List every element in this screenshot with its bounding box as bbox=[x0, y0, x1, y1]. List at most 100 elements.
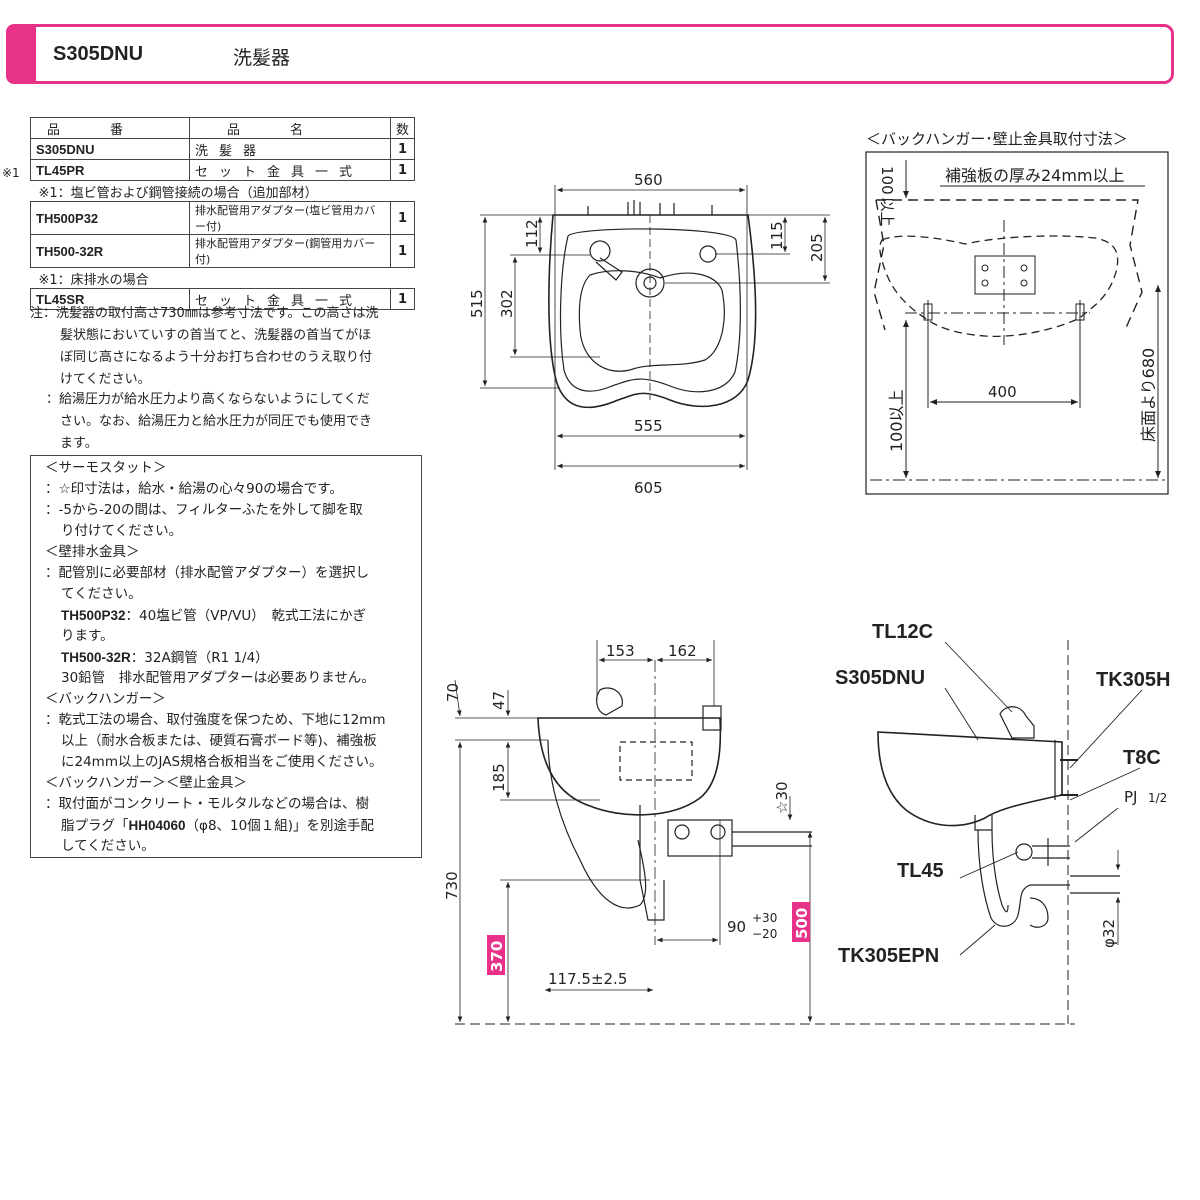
note-line: さい。なお、給湯圧力と給水圧力が同圧でも使用でき bbox=[60, 414, 373, 429]
label-pj-half: 1/2 bbox=[1148, 791, 1167, 805]
back-hanger bbox=[974, 255, 1036, 295]
wall-stopper-left bbox=[923, 303, 933, 321]
box-line: り付けてください。 bbox=[61, 523, 183, 539]
dim-30: ☆30 bbox=[773, 781, 791, 814]
bowl bbox=[578, 270, 725, 372]
part-code: HH04060 bbox=[128, 818, 186, 833]
hose-holder bbox=[699, 245, 717, 263]
box-text: （φ8、10個１組)」を別途手配 bbox=[185, 818, 374, 834]
front-trap bbox=[639, 805, 665, 921]
front-pedestal bbox=[547, 739, 647, 909]
dim-70: 70 bbox=[444, 683, 462, 702]
table-note-row: ※1：床排水の場合 bbox=[31, 268, 415, 289]
table-note: ※1：塩ビ管および鋼管接続の場合（追加部材） bbox=[38, 185, 318, 201]
box-line: てください。 bbox=[61, 586, 142, 602]
part-name: セット金具一式 bbox=[189, 159, 391, 181]
box-line: TH500-32R：32A鋼管（R1 1/4） bbox=[61, 647, 269, 669]
part-number: TL45SR bbox=[30, 288, 190, 310]
header-accent-bar bbox=[6, 24, 36, 84]
front-valve bbox=[667, 819, 733, 857]
table-note: ※1：床排水の場合 bbox=[38, 272, 149, 288]
hanger-top-dim: 100以上 bbox=[878, 166, 896, 227]
box-text: ：40塩ビ管（VP/VU） 乾式工法にかぎ bbox=[125, 608, 367, 624]
dim-90-tol-down: −20 bbox=[752, 927, 777, 941]
dim-730: 730 bbox=[443, 871, 461, 900]
label-t8c: T8C bbox=[1123, 747, 1161, 769]
dim-605: 605 bbox=[634, 479, 663, 497]
box-line: ：取付面がコンクリート・モルタルなどの場合は、樹 bbox=[45, 796, 369, 812]
box-text: ：32A鋼管（R1 1/4） bbox=[130, 650, 269, 666]
side-view-drawing bbox=[877, 706, 1121, 945]
dim-515: 515 bbox=[468, 289, 486, 318]
box-line: ：☆印寸法は，給水・給湯の心々90の場合です。 bbox=[45, 481, 343, 497]
spec-notes-box: ＜サーモスタット＞ ：☆印寸法は，給水・給湯の心々90の場合です。 ：-5から-… bbox=[30, 455, 422, 858]
wall-stopper-right bbox=[1075, 303, 1085, 321]
dim-370: 370 bbox=[488, 941, 506, 972]
box-line: ：乾式工法の場合、取付強度を保つため、下地に12mm bbox=[45, 712, 386, 728]
front-mixer bbox=[702, 705, 722, 731]
faucet-base bbox=[589, 240, 611, 262]
box-line: 30鉛管 排水配管用アダプターは必要ありません。 bbox=[61, 670, 375, 686]
label-tl45: TL45 bbox=[897, 860, 944, 882]
part-quantity: 1 bbox=[389, 159, 416, 181]
dim-115: 115 bbox=[768, 221, 786, 250]
box-line: に24mm以上のJAS規格合板相当をご使用ください。 bbox=[61, 754, 383, 770]
note-line: ：給湯圧力が給水圧力より高くならないようにしてくだ bbox=[46, 392, 370, 407]
part-name: セット金具一式 bbox=[189, 288, 391, 310]
label-tl12c: TL12C bbox=[872, 621, 933, 643]
hanger-title: ＜バックハンガー･壁止金具取付寸法＞ bbox=[866, 130, 1128, 148]
box-line: ります。 bbox=[61, 628, 114, 644]
table-row: TL45PR セット金具一式 1 bbox=[30, 159, 416, 181]
part-number: TH500-32R bbox=[30, 234, 190, 268]
box-line: 脂プラグ「HH04060（φ8、10個１組)」を別途手配 bbox=[61, 815, 374, 837]
dim-47: 47 bbox=[490, 691, 508, 710]
dim-90-tol-up: +30 bbox=[752, 911, 777, 925]
faucet-lever bbox=[595, 257, 623, 281]
leader-lines bbox=[944, 641, 1143, 956]
parts-table: 品番 品名 数 S305DNU 洗髪器 1 TL45PR セット金具一式 1 ※… bbox=[30, 117, 416, 310]
note-line: ます。 bbox=[60, 436, 98, 451]
top-view-drawing bbox=[480, 185, 830, 470]
floor-height: 床面より680 bbox=[1139, 348, 1158, 442]
part-number: TL45PR bbox=[30, 159, 190, 181]
note-line: けてください。 bbox=[60, 372, 151, 387]
part-quantity: 1 bbox=[389, 288, 416, 310]
box-line: ＜サーモスタット＞ bbox=[45, 460, 167, 476]
footnote-mark: ※1 bbox=[2, 166, 20, 180]
part-code: TH500P32 bbox=[61, 608, 126, 623]
dim-153: 153 bbox=[606, 642, 635, 660]
part-name: 排水配管用アダプター(鋼管用カバー付) bbox=[189, 234, 391, 268]
front-faucet bbox=[596, 687, 623, 716]
table-row: TL45SR セット金具一式 1 bbox=[30, 288, 416, 310]
model-number: S305DNU bbox=[53, 43, 144, 65]
part-code: TH500-32R bbox=[61, 650, 131, 665]
box-line: ：配管別に必要部材（排水配管アダプター）を選択し bbox=[45, 565, 369, 581]
part-number: TH500P32 bbox=[30, 201, 190, 235]
header-frame: S305DNU 洗髪器 bbox=[6, 24, 1174, 84]
fittings bbox=[587, 200, 713, 215]
label-tk305h: TK305H bbox=[1096, 669, 1170, 691]
box-line: してください。 bbox=[61, 838, 155, 854]
dim-90: 90 bbox=[727, 918, 746, 936]
note-line: ぼ同じ高さになるよう十分お打ち合わせのうえ取り付 bbox=[60, 350, 373, 365]
basin-outline bbox=[548, 214, 757, 409]
dim-500: 500 bbox=[793, 908, 811, 939]
table-row: TH500P32 排水配管用アダプター(塩ビ管用カバー付) 1 bbox=[30, 201, 416, 235]
side-faucet bbox=[999, 706, 1035, 739]
table-row: TH500-32R 排水配管用アダプター(鋼管用カバー付) 1 bbox=[30, 234, 416, 268]
product-name: 洗髪器 bbox=[233, 47, 291, 69]
box-text: 脂プラグ「 bbox=[61, 818, 129, 834]
badge-500-bg bbox=[792, 902, 810, 942]
table-note-row: ※1：塩ビ管および鋼管接続の場合（追加部材） bbox=[31, 181, 415, 202]
side-basin bbox=[877, 731, 1063, 827]
box-line: ＜壁排水金具＞ bbox=[45, 544, 140, 560]
basin-inner bbox=[559, 228, 741, 393]
box-line: 以上（耐水合板または、硬質石膏ボード等)、補強板 bbox=[61, 733, 377, 749]
box-line: ＜バックハンガー＞ bbox=[45, 691, 166, 707]
dim-162: 162 bbox=[668, 642, 697, 660]
front-hanger bbox=[619, 741, 693, 781]
basin-footprint bbox=[879, 235, 1119, 338]
dim-205: 205 bbox=[808, 233, 826, 262]
part-name: 排水配管用アダプター(塩ビ管用カバー付) bbox=[189, 201, 391, 235]
